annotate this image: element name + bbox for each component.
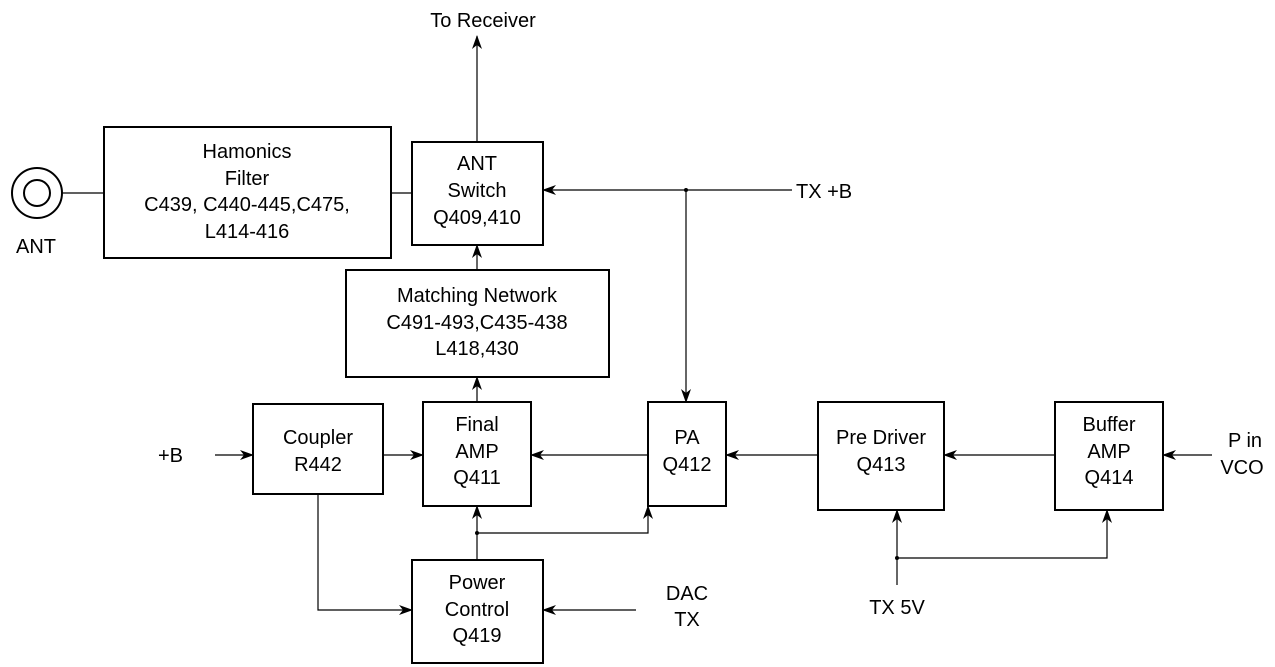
matching-network-block [345,269,610,378]
block-label: L414-416 [205,221,290,243]
power-control-text: Power Control Q419 [445,572,509,647]
harmonics-filter-block [103,126,392,259]
wire-coupler-power [317,494,413,615]
final-amp-text: Final AMP Q411 [453,414,500,489]
block-label: Filter [225,168,270,190]
p-in-label: P in [1228,430,1262,452]
ant-label: ANT [16,236,56,258]
wire-tx5v-buffer [897,509,1112,559]
pre-driver-block [817,401,945,511]
ant-switch-block [411,141,544,246]
coupler-text: Coupler R442 [283,427,353,476]
block-label: Q412 [663,454,712,476]
block-label: AMP [455,441,498,463]
block-label: Q411 [453,467,500,489]
block-label: R442 [294,454,342,476]
to-receiver-label: To Receiver [430,10,536,32]
block-label: Q414 [1085,467,1134,489]
block-label: C439, C440-445,C475, [144,194,350,216]
plus-b-label: +B [158,445,183,467]
block-label: AMP [1087,441,1130,463]
block-label: Power [449,572,506,594]
block-label: Control [445,599,509,621]
buffer-amp-block [1054,401,1164,511]
matching-network-text: Matching Network C491-493,C435-438 L418,… [386,285,567,360]
vco-label: VCO [1220,457,1263,479]
block-label: Matching Network [397,285,558,307]
block-label: Final [455,414,498,436]
junction-power [475,531,479,535]
block-label: ANT [457,153,497,175]
block-label: Hamonics [203,141,292,163]
wire-power-pa [477,505,653,534]
block-label: Pre Driver [836,427,926,449]
pa-text: PA Q412 [663,427,712,476]
tx-b-label: TX +B [796,181,852,203]
ant-switch-text: ANT Switch Q409,410 [433,153,521,229]
pre-driver-text: Pre Driver Q413 [836,427,926,476]
tx-label: TX [674,609,700,631]
block-label: Buffer [1083,414,1136,436]
pa-block [647,401,727,507]
block-label: Coupler [283,427,353,449]
buffer-amp-text: Buffer AMP Q414 [1083,414,1136,489]
final-amp-block [422,401,532,507]
block-label: Q413 [857,454,906,476]
coupler-block [252,403,384,495]
block-label: Switch [448,180,507,202]
block-label: Q409,410 [433,207,521,229]
junction-tx5v [895,556,899,560]
antenna-icon [11,167,63,219]
tx-5v-label: TX 5V [869,597,925,619]
block-label: L418,430 [435,338,518,360]
dac-label: DAC [666,583,708,605]
block-label: PA [674,427,700,449]
power-control-block [411,559,544,664]
block-label: C491-493,C435-438 [386,312,567,334]
block-label: Q419 [453,625,502,647]
harmonics-filter-text: Hamonics Filter C439, C440-445,C475, L41… [144,141,350,243]
